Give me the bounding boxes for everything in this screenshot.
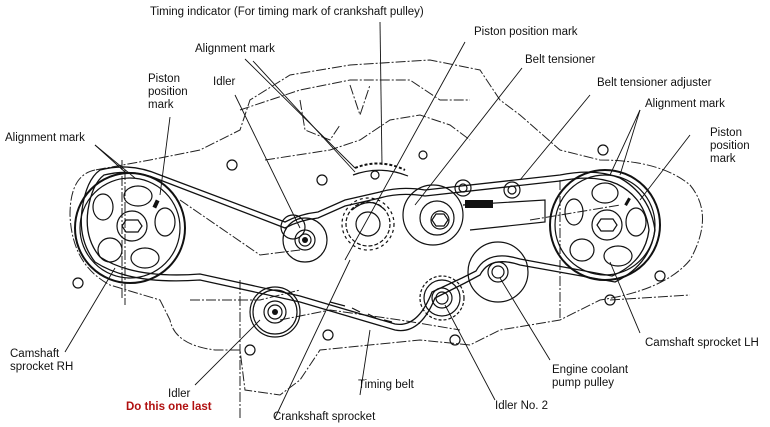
label-alignment-mark-right: Alignment mark — [645, 98, 725, 110]
belt-tensioner — [402, 184, 546, 246]
label-engine-coolant-pump-pulley: Engine coolant pump pulley — [552, 364, 629, 389]
leader-lines — [64, 21, 691, 419]
label-camshaft-sprocket-rh: Camshaft sprocket RH — [10, 348, 74, 373]
idler-no2 — [419, 275, 465, 321]
label-alignment-mark-center: Alignment mark — [195, 43, 275, 55]
crankshaft-sprocket — [341, 197, 395, 251]
idler-bottom — [249, 286, 301, 338]
label-piston-position-mark-left: Piston position mark — [148, 73, 188, 111]
label-piston-position-mark-right: Piston position mark — [710, 127, 750, 165]
label-crankshaft-sprocket: Crankshaft sprocket — [273, 411, 376, 423]
camshaft-sprocket-rh — [74, 172, 186, 284]
label-camshaft-sprocket-lh: Camshaft sprocket LH — [645, 337, 759, 349]
label-timing-belt: Timing belt — [358, 379, 414, 391]
label-alignment-mark-left: Alignment mark — [5, 132, 85, 144]
label-piston-position-mark-center: Piston position mark — [474, 26, 578, 38]
label-idler-top: Idler — [213, 76, 236, 88]
label-belt-tensioner: Belt tensioner — [525, 54, 596, 66]
timing-indicator — [352, 162, 409, 177]
label-idler-bottom: Idler — [168, 388, 191, 400]
label-timing-indicator: Timing indicator (For timing mark of cra… — [150, 6, 424, 18]
label-belt-tensioner-adjuster: Belt tensioner adjuster — [597, 77, 712, 89]
engine-coolant-pump-pulley — [467, 241, 529, 303]
idler-top — [280, 214, 328, 263]
annotation-do-this-one-last: Do this one last — [126, 401, 212, 413]
timing-belt — [80, 166, 656, 332]
belt-tensioner-adjuster — [454, 179, 521, 199]
label-idler-no2: Idler No. 2 — [495, 400, 549, 412]
camshaft-sprocket-lh — [549, 169, 661, 281]
